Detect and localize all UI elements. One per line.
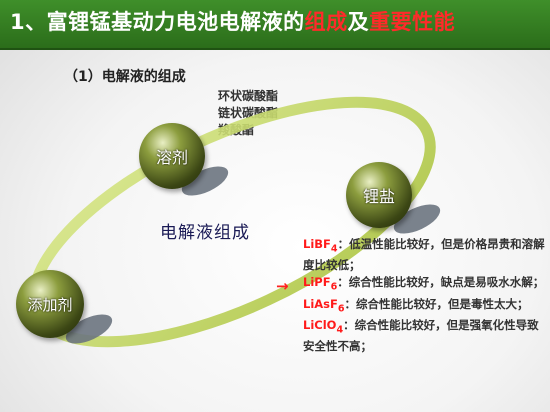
salt-item: LiClO4：综合性能比较好，但是强氧化性导致安全性不高； — [303, 317, 539, 354]
node-solvent: 溶剂 — [139, 123, 205, 189]
title-bar: 1、富锂锰基动力电池电解液的组成及重要性能 — [0, 0, 550, 50]
center-label: 电解液组成 — [160, 223, 250, 243]
slide-title: 1、富锂锰基动力电池电解液的组成及重要性能 — [10, 10, 456, 34]
salt-item: LiBF4：低温性能比较好，但是价格昂贵和溶解度比较低； — [303, 237, 545, 273]
solvent-item: 环状碳酸酯 — [218, 89, 279, 103]
node-additive: 添加剂 — [16, 270, 84, 338]
node-lithium-salt: 锂盐 — [346, 162, 412, 228]
arrow-icon: → — [276, 277, 289, 295]
salt-item: LiPF6：综合性能比较好，缺点是易吸水水解； — [303, 275, 545, 293]
salt-item: LiAsF6：综合性能比较好，但是毒性太大； — [303, 296, 529, 314]
section-subtitle: （1）电解液的组成 — [64, 69, 186, 85]
lithium-salt-list: LiBF4：低温性能比较好，但是价格昂贵和溶解度比较低； LiPF6：综合性能比… — [303, 236, 548, 355]
